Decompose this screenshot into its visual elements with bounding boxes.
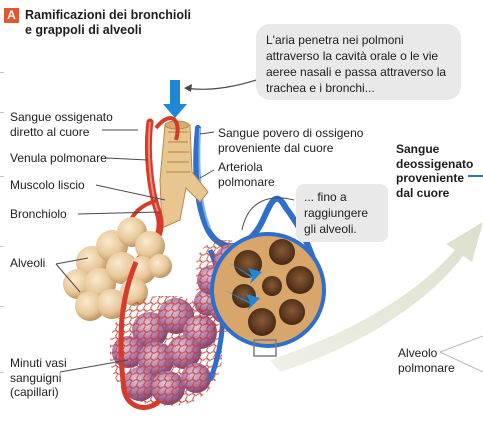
label-line: deossigenato <box>396 157 473 172</box>
label-line: Sangue povero di ossigeno <box>218 126 363 141</box>
air-intro-callout: L'aria penetra nei polmoni attraverso la… <box>256 24 461 100</box>
label-line: proveniente dal cuore <box>218 141 363 156</box>
label-line: polmonare <box>398 361 455 376</box>
label-bronchiole: Bronchiolo <box>10 207 67 222</box>
label-capillaries: Minuti vasi sanguigni (capillari) <box>10 356 67 400</box>
figure-badge: A <box>4 8 19 23</box>
margin-tick <box>0 372 4 373</box>
air-intro-line: attraverso la cavità orale o le vie <box>266 48 461 64</box>
alveoli-cutaway <box>196 234 324 346</box>
margin-tick <box>0 72 4 73</box>
alveoli-reach-callout: ... fino a raggiungere gli alveoli. <box>296 184 388 242</box>
label-alveoli: Alveoli <box>10 256 45 271</box>
air-intro-line: aeree nasali e passa attraverso la <box>266 64 461 80</box>
alveoli-reach-line: ... fino a <box>304 189 388 205</box>
label-line: polmonare <box>218 175 275 190</box>
label-line: Sangue <box>396 142 473 157</box>
margin-tick <box>0 112 4 113</box>
label-line: dal cuore <box>396 186 473 201</box>
label-pulmonary-alveolus: Alveolo polmonare <box>398 346 455 375</box>
label-line: Alveolo <box>398 346 455 361</box>
margin-tick <box>0 176 4 177</box>
margin-tick <box>0 246 4 247</box>
label-line: (capillari) <box>10 385 67 400</box>
air-intro-line: trachea e i bronchi... <box>266 80 461 96</box>
margin-tick <box>0 306 4 307</box>
label-oxygenated-blood: Sangue ossigenato diretto al cuore <box>10 110 113 139</box>
figure-title-line-1: Ramificazioni dei bronchioli <box>25 8 191 22</box>
label-pulmonary-venule: Venula polmonare <box>10 151 107 166</box>
label-pulmonary-arteriole: Arteriola polmonare <box>218 160 275 189</box>
label-line: Arteriola <box>218 160 275 175</box>
label-line: Sangue ossigenato <box>10 110 113 125</box>
figure-heading: A Ramificazioni dei bronchioli e grappoli… <box>4 8 191 38</box>
label-line: diretto al cuore <box>10 125 113 140</box>
alveoli-reach-line: raggiungere <box>304 205 388 221</box>
label-smooth-muscle: Muscolo liscio <box>10 178 85 193</box>
label-deoxygenated-blood-side: Sangue deossigenato proveniente dal cuor… <box>396 142 473 200</box>
label-line: proveniente <box>396 171 473 186</box>
air-intro-line: L'aria penetra nei polmoni <box>266 32 461 48</box>
figure-title-line-2: e grappoli di alveoli <box>4 23 142 37</box>
label-deoxygenated-blood-in: Sangue povero di ossigeno proveniente da… <box>218 126 363 155</box>
label-line: sanguigni <box>10 371 67 386</box>
air-inflow-arrow <box>163 80 187 118</box>
label-line: Minuti vasi <box>10 356 67 371</box>
alveoli-reach-line: gli alveoli. <box>304 221 388 237</box>
